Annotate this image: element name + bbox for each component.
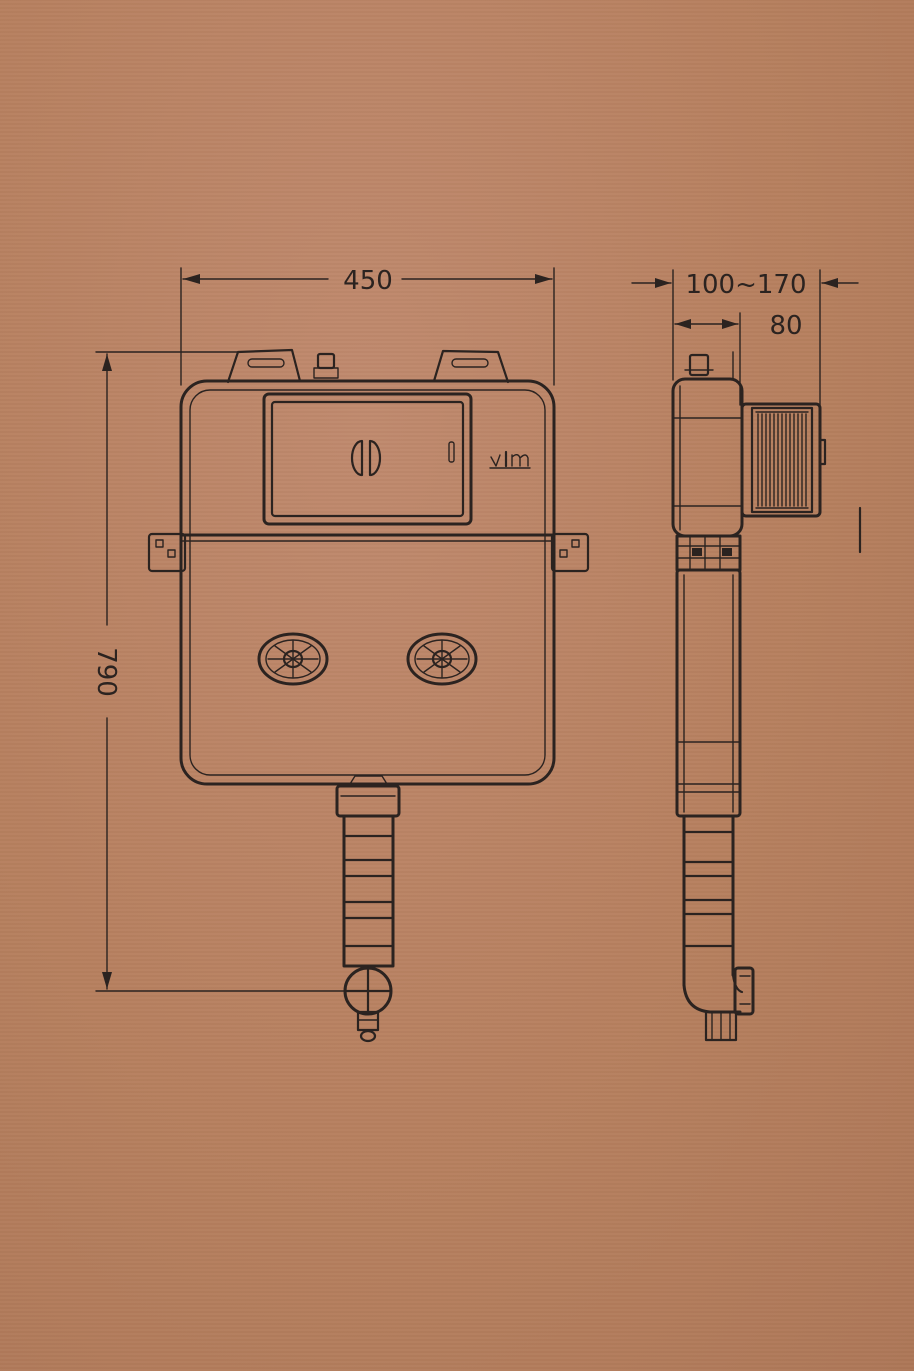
- side-view: 100~170 80: [631, 269, 862, 1042]
- support-port-right: [406, 632, 478, 686]
- height-label: 790: [91, 647, 121, 697]
- flush-plate-housing: [740, 402, 827, 518]
- depth-label: 80: [769, 311, 802, 341]
- depth-range-label: 100~170: [685, 270, 806, 300]
- depth-range-dimension: 100~170: [631, 269, 859, 406]
- width-label: 450: [343, 266, 393, 296]
- side-lower-body: [675, 568, 742, 818]
- dual-flush-button-icon: [350, 439, 382, 477]
- support-port-left: [257, 632, 329, 686]
- brand-logo-icon: [489, 450, 531, 469]
- front-view: 450 790: [91, 266, 590, 1043]
- flush-panel: [262, 392, 473, 526]
- side-bracket: [675, 534, 742, 572]
- height-dimension: 790: [91, 351, 346, 992]
- side-brackets: [147, 532, 590, 573]
- width-dimension: 450: [180, 266, 555, 386]
- cistern-body: [179, 379, 556, 786]
- side-outlet-pipe: [682, 814, 755, 1042]
- top-mounting-tabs: [226, 348, 510, 384]
- depth-dimension: 80: [674, 311, 803, 406]
- outlet-pipe: [335, 775, 401, 1043]
- side-tank-body: [671, 377, 744, 538]
